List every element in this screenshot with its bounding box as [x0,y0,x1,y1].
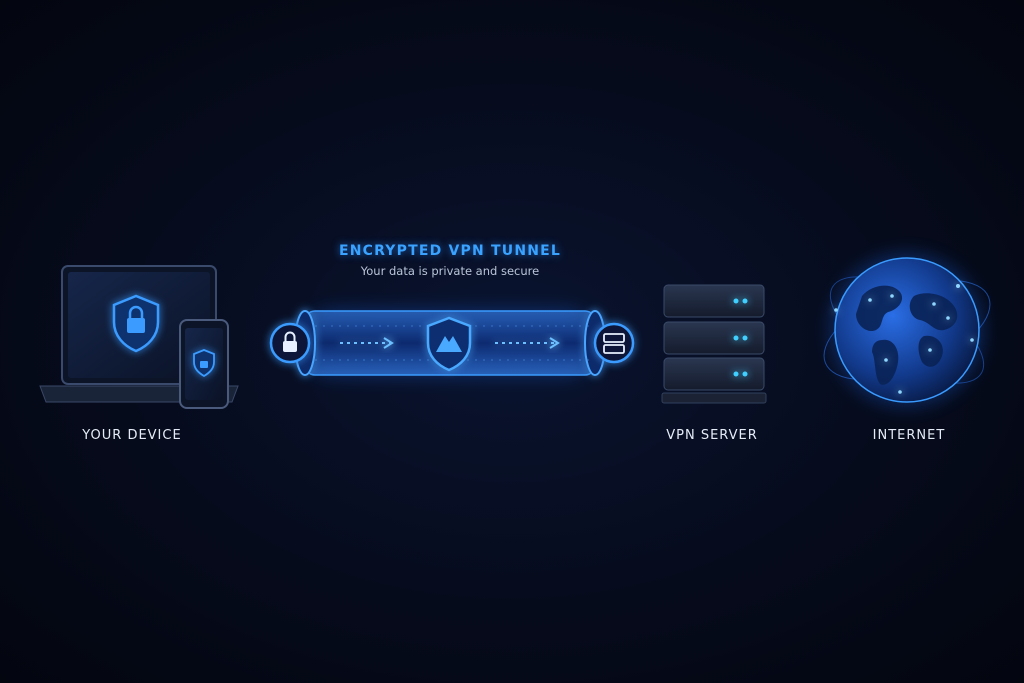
arrow-right-icon [495,337,560,349]
internet-label: INTERNET [872,428,946,443]
shield-lock-icon [112,294,160,353]
your-device-label: YOUR DEVICE [82,428,182,443]
server-icon [603,333,625,354]
lock-node [269,322,311,364]
globe-icon [823,252,991,408]
phone [179,319,229,409]
vpn-server-rack [661,284,767,404]
server-led [733,298,748,377]
server-node [593,322,635,364]
encrypted-tunnel [294,308,606,378]
tunnel-title: ENCRYPTED VPN TUNNEL [338,243,562,259]
tunnel-subtitle: Your data is private and secure [360,264,540,278]
vpn-server-label: VPN SERVER [666,428,758,443]
arrow-right-icon [340,337,394,349]
lock-icon [283,331,297,352]
phone-shield-icon [193,349,215,378]
vpn-shield-icon [426,316,472,372]
